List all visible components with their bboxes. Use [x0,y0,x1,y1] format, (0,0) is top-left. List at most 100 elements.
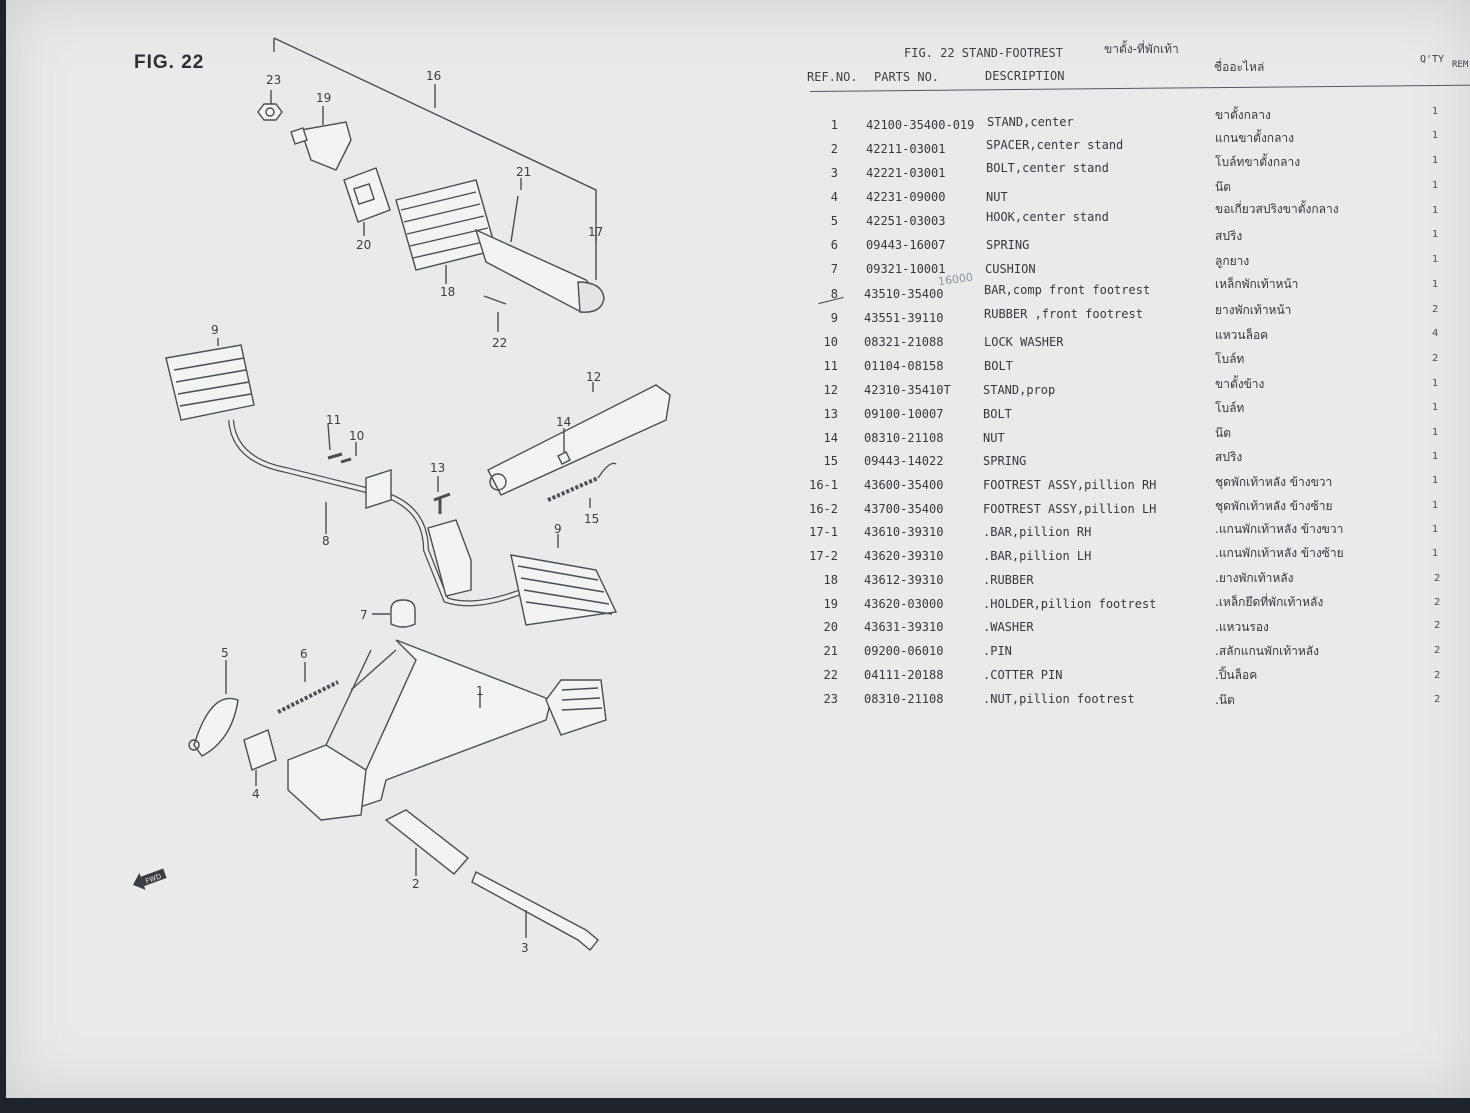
ref-no: 19 [823,597,838,611]
thai-name: โบล์ท [1215,401,1245,415]
description: .NUT,pillion footrest [983,692,1135,706]
thai-name: แหวนล็อค [1215,328,1269,342]
table-row: 20 43631-39310 .WASHER .แหวนรอง 2 [6,620,1470,640]
ref-no: 21 [823,644,838,658]
callout: 9 [211,323,219,337]
callout: 7 [360,608,368,622]
qty: 2 [1434,597,1441,608]
thai-name: ขาตั้งข้าง [1215,377,1265,391]
callout: 8 [322,534,330,548]
table-row: 4 42231-09000 NUT น๊ต 1 [6,180,1470,210]
ref-no: 15 [823,454,838,468]
qty: 1 [1432,279,1439,290]
qty: 1 [1432,106,1439,117]
qty: 2 [1434,670,1441,681]
table-title: FIG. 22 STAND-FOOTREST [904,46,1063,60]
part-no: 43631-39310 [864,620,944,634]
callout: 6 [300,647,308,661]
table-row: 19 43620-03000 .HOLDER,pillion footrest … [6,595,1470,617]
part-no: 42221-03001 [866,166,946,180]
callout-numbers: 23 19 16 21 17 20 18 22 9 12 14 11 10 13… [211,69,603,955]
center-stand-drawing [287,639,607,821]
table-row: 17-2 43620-39310 .BAR,pillion LH .แกนพัก… [6,546,1470,569]
description: LOCK WASHER [984,335,1064,349]
table-row: 23 08310-21108 .NUT,pillion footrest .น๊… [6,692,1470,712]
thai-name: โบล์ทขาตั้งกลาง [1215,155,1301,169]
table-row: 17-1 43610-39310 .BAR,pillion RH .แกนพัก… [6,522,1470,545]
column-ref-no: REF.NO. [807,70,858,84]
table-row: 18 43612-39310 .RUBBER .ยางพักเท้าหลัง 2 [6,571,1470,593]
ref-no: 2 [830,142,838,156]
parts-catalog-page: FIG. 22 [6,0,1470,1098]
thai-name: .แกนพักเท้าหลัง ข้างขวา [1215,522,1344,536]
callout: 13 [430,461,445,475]
part-no: 43612-39310 [864,573,944,587]
thai-name: ชุดพักเท้าหลัง ข้างขวา [1215,475,1333,489]
thai-name: .แกนพักเท้าหลัง ข้างซ้าย [1215,546,1344,560]
part-no: 09100-10007 [864,407,944,421]
description: NUT [983,431,1005,445]
table-row: 14 08310-21108 NUT น๊ต 1 [6,426,1470,451]
ref-no: 22 [823,668,838,682]
table-row: 11 01104-08158 BOLT โบล์ท 2 [6,352,1470,379]
thai-name: น๊ต [1215,180,1231,194]
qty: 2 [1432,353,1439,364]
thai-name: .แหวนรอง [1215,620,1269,634]
table-row: 2 42211-03001 SPACER,center stand แกนขาต… [6,130,1470,162]
part-no: 42231-09000 [866,190,946,204]
description: SPRING [986,238,1030,252]
thai-name: สปริง [1215,450,1243,464]
part-no: 43610-39310 [864,525,944,539]
pillion-footrest-drawing [395,179,605,313]
table-row: 1 42100-35400-019 STAND,center ขาตั้งกลา… [6,106,1470,138]
table-row: 15 09443-14022 SPRING สปริง 1 [6,450,1470,474]
description: STAND,center [987,115,1074,129]
table-row: 12 42310-35410T STAND,prop ขาตั้งข้าง 1 [6,377,1470,403]
description: BOLT [984,359,1013,373]
pillion-nut-drawing [257,103,283,121]
table-row: 5 42251-03003 HOOK,center stand ขอเกี่ยว… [6,202,1470,234]
part-no: 43600-35400 [864,478,944,492]
column-thai-name: ชื่ออะไหล่ [1214,60,1265,74]
qty: 2 [1432,304,1439,315]
ref-no: 23 [823,692,838,706]
table-row: 10 08321-21088 LOCK WASHER แหวนล็อค 4 [6,328,1470,355]
callout: 11 [326,413,341,427]
part-no: 09443-14022 [864,454,944,468]
thai-name: โบล์ท [1215,352,1245,366]
qty: 1 [1432,524,1439,535]
callout: 19 [316,91,331,105]
qty: 1 [1432,229,1439,240]
part-no: 43620-39310 [864,549,944,563]
description: .RUBBER [983,573,1034,587]
callout: 4 [252,787,260,801]
qty: 1 [1432,402,1439,413]
exploded-diagram: 23 19 16 21 17 20 18 22 9 12 14 11 10 13… [165,37,671,955]
table-row: 8 43510-35400 BAR,comp front footrest เห… [6,277,1470,307]
table-row: 22 04111-20188 .COTTER PIN .ปิ้นล็อค 2 [6,668,1470,688]
table-row: 9 43551-39110 RUBBER ,front footrest ยาง… [6,303,1470,331]
forward-arrow-icon: FWD [133,868,167,890]
ref-no: 6 [830,238,838,252]
callout: 17 [588,225,603,239]
callout: 2 [412,877,420,891]
ref-no: 16-2 [809,502,838,516]
callout: 3 [521,941,529,955]
description: SPACER,center stand [986,138,1124,152]
callout: 18 [440,285,455,299]
ref-no: 11 [823,359,838,373]
ref-no: 9 [830,311,838,325]
column-parts-no: PARTS NO. [874,70,940,84]
thai-name: .เหล็กยึดที่พักเท้าหลัง [1215,595,1324,609]
qty: 2 [1434,694,1441,705]
prop-stand-drawing [433,384,671,514]
thai-name: ลูกยาง [1215,254,1250,268]
qty: 2 [1434,645,1441,656]
thai-name: ชุดพักเท้าหลัง ข้างซ้าย [1215,499,1333,513]
ref-no: 14 [823,431,838,445]
callout: 5 [221,646,229,660]
callout: 20 [356,238,371,252]
thai-name: ขาตั้งกลาง [1215,108,1271,122]
description: .WASHER [983,620,1034,634]
part-no: 08310-21108 [864,692,944,706]
